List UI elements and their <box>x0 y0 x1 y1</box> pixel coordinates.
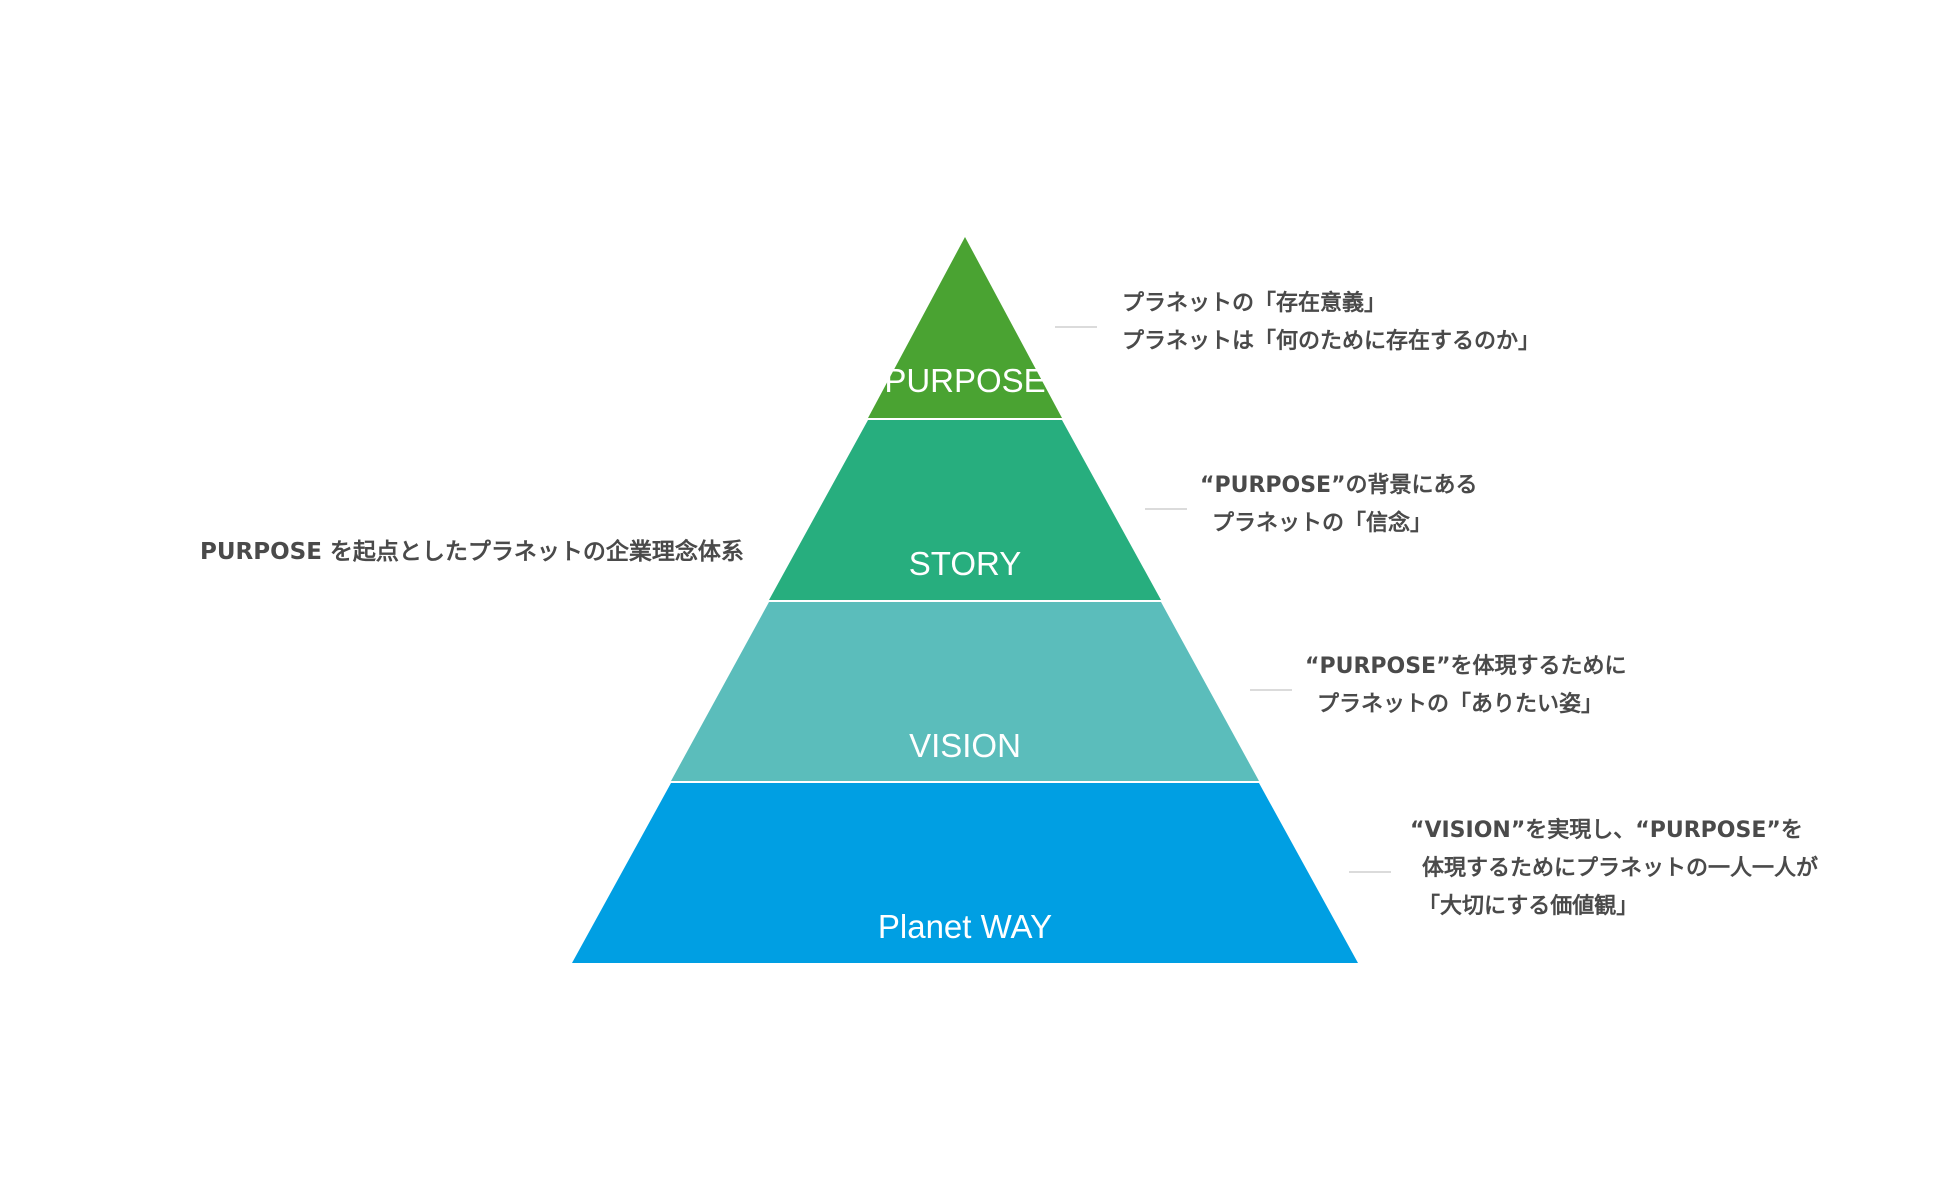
system-caption: PURPOSE を起点としたプラネットの企業理念体系 <box>200 539 744 565</box>
description-line: プラネットの「存在意義」 <box>1122 291 1387 316</box>
description-line: プラネットの「ありたい姿」 <box>1317 692 1604 717</box>
description-line: 「大切にする価値観」 <box>1418 894 1639 919</box>
description-line: プラネットの「信念」 <box>1212 511 1433 536</box>
pyramid-layer-story <box>769 420 1161 600</box>
pyramid-layer-purpose <box>868 237 1062 418</box>
description-planet-way: “VISION”を実現し、“PURPOSE”を 体現するためにプラネットの一人一… <box>1410 812 1818 926</box>
pyramid-layer-planet-way <box>572 783 1358 963</box>
description-line: “PURPOSE”を体現するために <box>1305 654 1627 679</box>
description-line: 体現するためにプラネットの一人一人が <box>1422 856 1819 881</box>
description-purpose: プラネットの「存在意義」 プラネットは「何のために存在するのか」 <box>1122 285 1540 361</box>
layer-label-planet-way: Planet WAY <box>878 908 1052 945</box>
layer-label-purpose: PURPOSE <box>884 362 1045 399</box>
description-vision: “PURPOSE”を体現するために プラネットの「ありたい姿」 <box>1305 648 1627 724</box>
layer-label-vision: VISION <box>909 727 1021 764</box>
description-line: “PURPOSE”の背景にある <box>1200 473 1478 498</box>
pyramid-layer-vision <box>671 602 1259 781</box>
description-story: “PURPOSE”の背景にある プラネットの「信念」 <box>1200 467 1478 543</box>
layer-label-story: STORY <box>909 545 1022 582</box>
description-line: プラネットは「何のために存在するのか」 <box>1122 329 1541 354</box>
description-line: “VISION”を実現し、“PURPOSE”を <box>1410 818 1803 843</box>
